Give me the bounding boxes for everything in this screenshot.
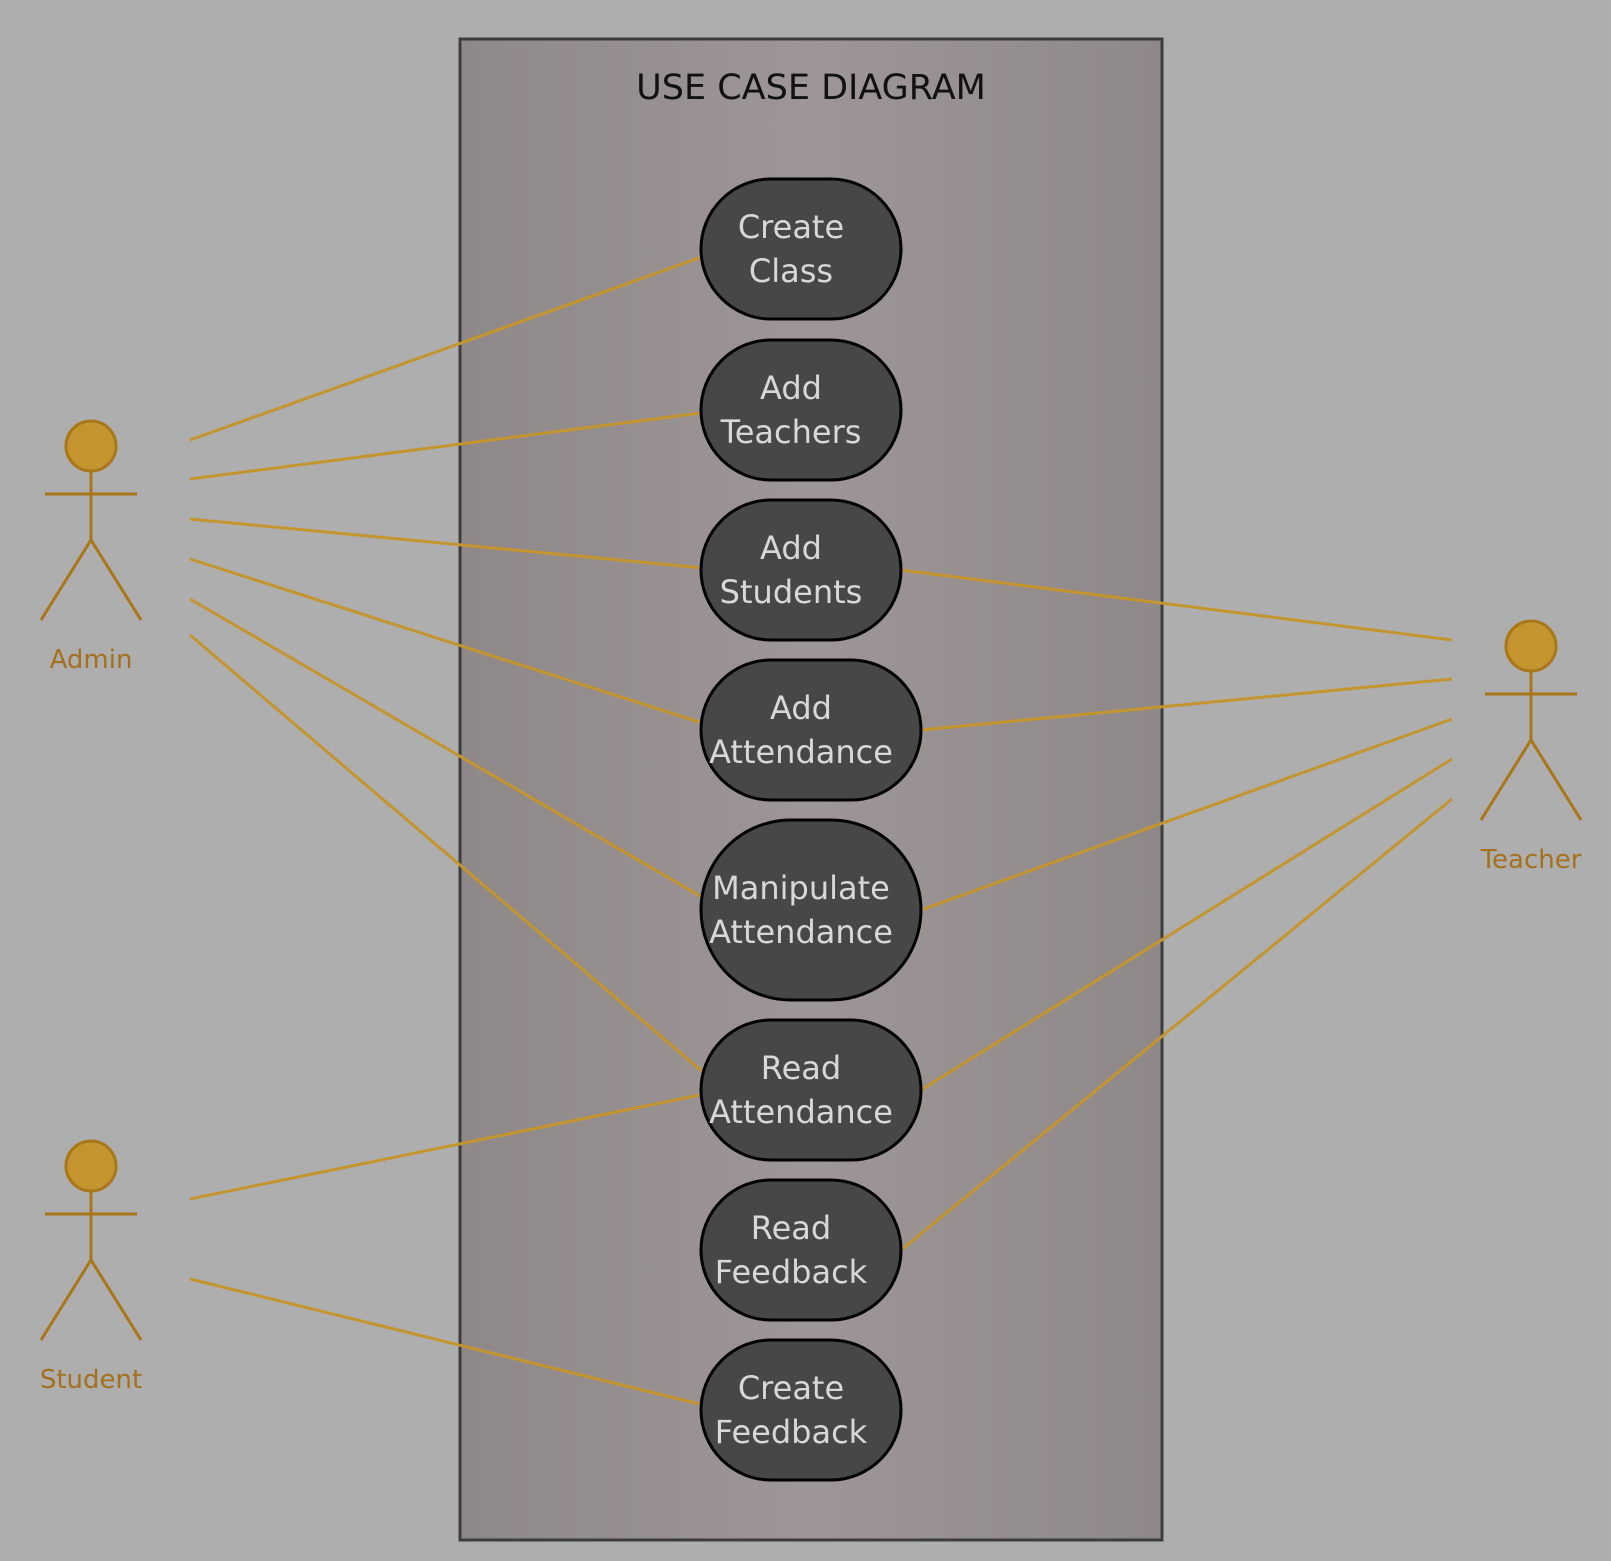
use-case-label-create-class-line-1: Create xyxy=(738,208,844,246)
use-case-label-read-feedback-line-1: Read xyxy=(751,1209,831,1247)
use-case-label-create-feedback-line-2: Feedback xyxy=(715,1413,868,1451)
association-line-admin-add-teachers xyxy=(189,408,725,481)
association-line-admin-add-students xyxy=(189,517,725,572)
association-line-admin-add-attendance xyxy=(189,557,725,732)
use-case-label-read-attendance-line-1: Read xyxy=(761,1049,841,1087)
association-line-teacher-read-feedback xyxy=(900,797,1453,1252)
use-case-shape-read-feedback[interactable] xyxy=(699,1178,903,1322)
association-line-teacher-manipulate-attendance xyxy=(920,717,1453,912)
use-case-label-add-teachers-line-1: Add xyxy=(760,369,822,407)
use-case-label-add-students-line-1: Add xyxy=(760,529,822,567)
association-line-student-read-attendance xyxy=(189,1088,725,1201)
use-case-shape-create-class[interactable] xyxy=(699,177,903,321)
diagram-title: USE CASE DIAGRAM xyxy=(636,68,986,108)
use-case-shape-read-attendance[interactable] xyxy=(699,1018,923,1162)
actor-label-student: Student xyxy=(40,1365,142,1395)
actor-teacher[interactable]: Teacher xyxy=(1479,619,1583,875)
use-case-label-add-attendance-line-1: Add xyxy=(770,689,832,727)
association-line-admin-create-class xyxy=(189,247,725,442)
association-line-teacher-add-attendance xyxy=(920,677,1453,732)
use-case-label-create-feedback-line-1: Create xyxy=(738,1369,844,1407)
use-case-shape-create-feedback[interactable] xyxy=(699,1338,903,1482)
use-case-label-read-feedback-line-2: Feedback xyxy=(715,1253,868,1291)
use-case-shape-add-teachers[interactable] xyxy=(699,338,903,482)
association-line-student-create-feedback xyxy=(189,1277,725,1412)
use-case-label-create-class-line-2: Class xyxy=(749,252,833,290)
association-line-admin-manipulate-attendance xyxy=(189,597,725,912)
use-case-shape-manipulate-attendance[interactable] xyxy=(699,818,923,1002)
use-case-label-manipulate-attendance-line-2: Attendance xyxy=(709,913,893,951)
stick-figure-icon xyxy=(39,1139,143,1341)
association-line-teacher-read-attendance xyxy=(920,757,1453,1092)
use-case-label-add-attendance-line-2: Attendance xyxy=(709,733,893,771)
association-line-teacher-add-students xyxy=(900,568,1453,642)
actor-admin[interactable]: Admin xyxy=(39,419,143,675)
use-case-label-manipulate-attendance-line-1: Manipulate xyxy=(712,869,890,907)
use-case-shape-add-students[interactable] xyxy=(699,498,903,642)
use-case-label-read-attendance-line-2: Attendance xyxy=(709,1093,893,1131)
use-case-group: CreateClassAddTeachersAddStudentsAddAtte… xyxy=(699,177,923,1482)
actor-label-admin: Admin xyxy=(50,645,133,675)
association-line-admin-read-attendance xyxy=(189,633,725,1092)
use-case-shape-add-attendance[interactable] xyxy=(699,658,923,802)
use-case-label-add-students-line-2: Students xyxy=(720,573,863,611)
stick-figure-icon xyxy=(39,419,143,621)
actor-label-teacher: Teacher xyxy=(1480,845,1582,875)
association-lines xyxy=(189,247,1453,1412)
actor-student[interactable]: Student xyxy=(39,1139,143,1395)
use-case-label-add-teachers-line-2: Teachers xyxy=(720,413,862,451)
stick-figure-icon xyxy=(1479,619,1583,821)
